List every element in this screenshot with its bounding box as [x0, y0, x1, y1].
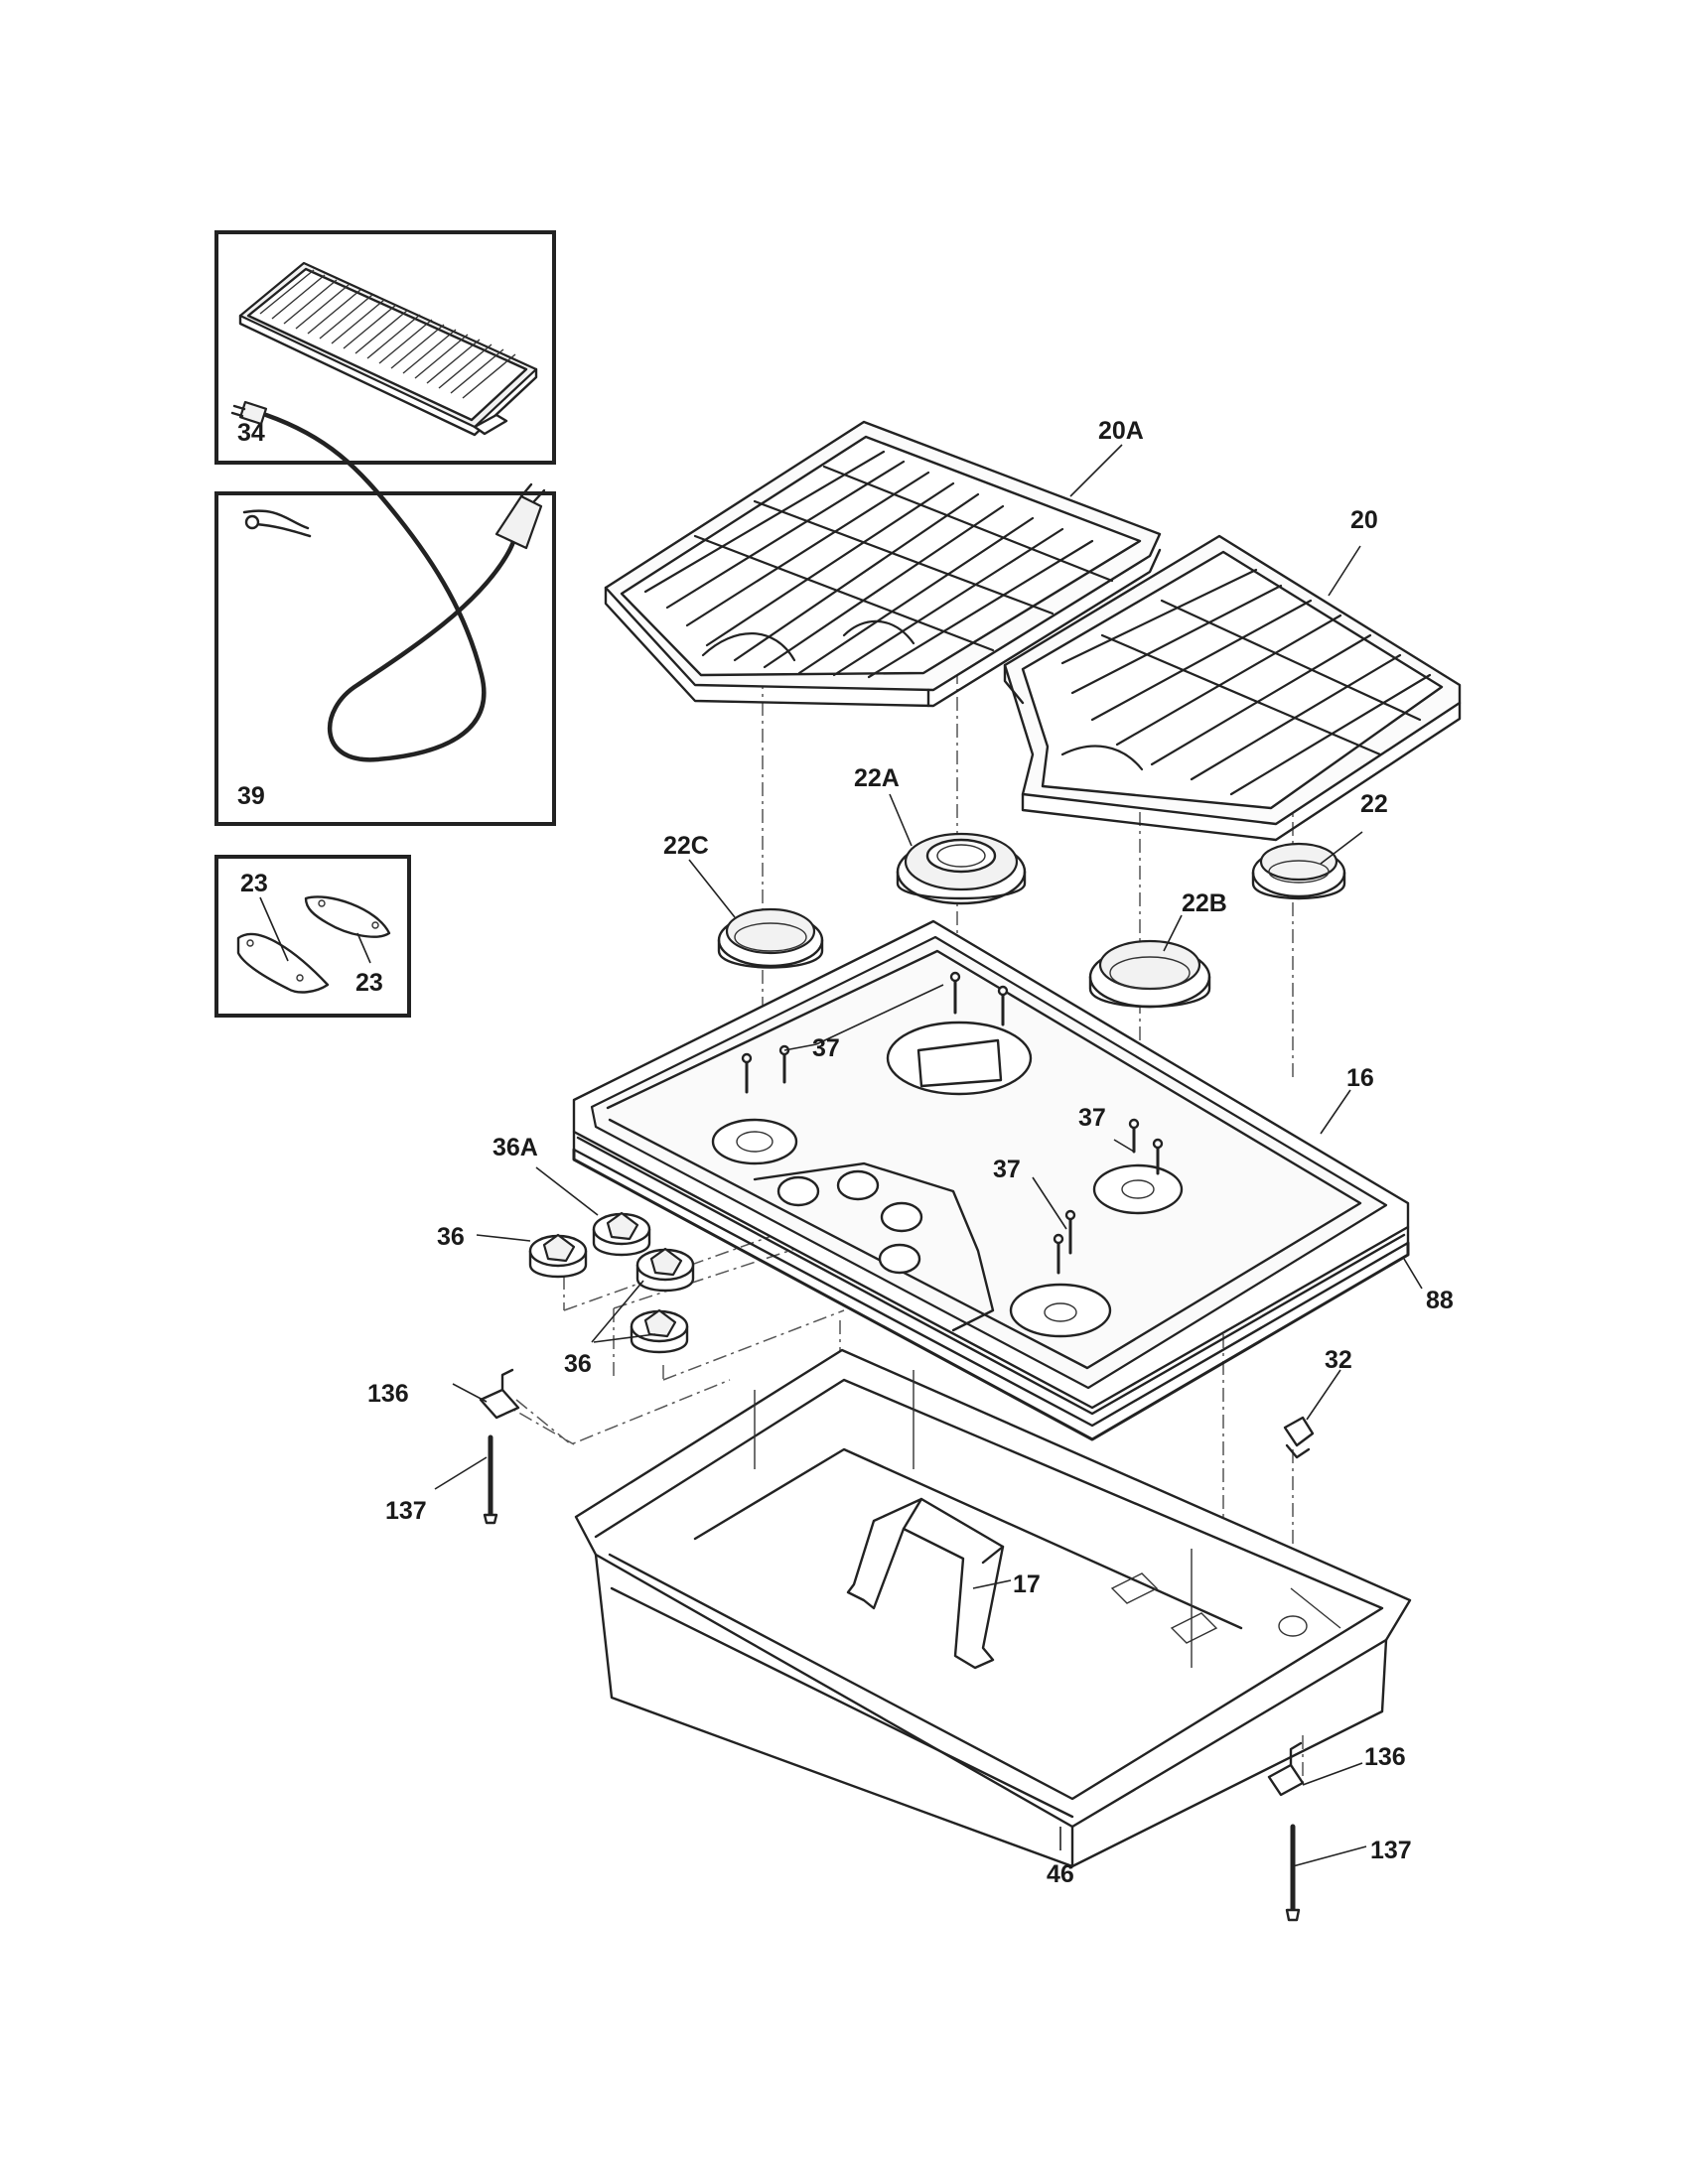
knob-36a: [592, 1211, 651, 1257]
griddle-inset: 34: [214, 230, 556, 465]
knobs-36: [528, 1211, 695, 1354]
screws-37: [741, 971, 1164, 1275]
power-cord-illustration: [230, 400, 546, 762]
bolt-137-right: [1285, 1824, 1301, 1922]
callout-37-right: 37: [1078, 1104, 1106, 1132]
insulation-inset: 23 23: [214, 855, 411, 1018]
callout-39: 39: [237, 782, 265, 810]
callout-88: 88: [1426, 1287, 1454, 1314]
bolt-137-left: [483, 1434, 498, 1525]
callout-137-right: 137: [1370, 1837, 1412, 1864]
callout-23-bottom: 23: [355, 969, 383, 997]
callout-37-upper: 37: [812, 1034, 840, 1062]
callout-labels: 20A 20 22A 22C 22 22B 37 37 37 16 36A 36…: [367, 417, 1454, 1888]
callout-32: 32: [1325, 1346, 1352, 1374]
bracket-17: [846, 1497, 1005, 1670]
callout-17: 17: [1013, 1570, 1041, 1598]
burner-cap-22b: [1088, 939, 1211, 1009]
callout-22b: 22B: [1182, 889, 1227, 917]
insulation-pieces: [236, 895, 391, 994]
callout-22: 22: [1360, 790, 1388, 818]
callout-36-group: 36: [564, 1350, 592, 1378]
burner-cap-22c: [717, 907, 824, 969]
grate-20: [1003, 534, 1462, 842]
callout-46: 46: [1047, 1860, 1074, 1888]
callout-36a: 36A: [492, 1134, 538, 1161]
callout-22a: 22A: [854, 764, 900, 792]
callout-136-right: 136: [1364, 1743, 1406, 1771]
callout-22c: 22C: [663, 832, 709, 860]
burner-cap-22: [1251, 842, 1346, 900]
callout-16: 16: [1346, 1064, 1374, 1092]
callout-137-left: 137: [385, 1497, 427, 1525]
callout-20: 20: [1350, 506, 1378, 534]
callout-37-center: 37: [993, 1156, 1021, 1183]
cooktop-16: [572, 919, 1410, 1441]
knob-center: [635, 1247, 695, 1293]
bracket-136-right: [1267, 1741, 1305, 1797]
callout-136-left: 136: [367, 1380, 409, 1408]
callout-20a: 20A: [1098, 417, 1144, 445]
knob-front: [630, 1308, 689, 1354]
knob-left: [528, 1233, 588, 1279]
bracket-136-left: [479, 1368, 520, 1420]
burner-cap-22a: [896, 832, 1027, 905]
grate-20a: [604, 420, 1162, 708]
callout-23-top: 23: [240, 870, 268, 897]
griddle-illustration: [238, 261, 538, 437]
terminal-32: [1283, 1416, 1315, 1459]
leader-lines: [434, 444, 1423, 1867]
power-cord-inset: 39: [214, 400, 556, 826]
callout-36-left: 36: [437, 1223, 465, 1251]
